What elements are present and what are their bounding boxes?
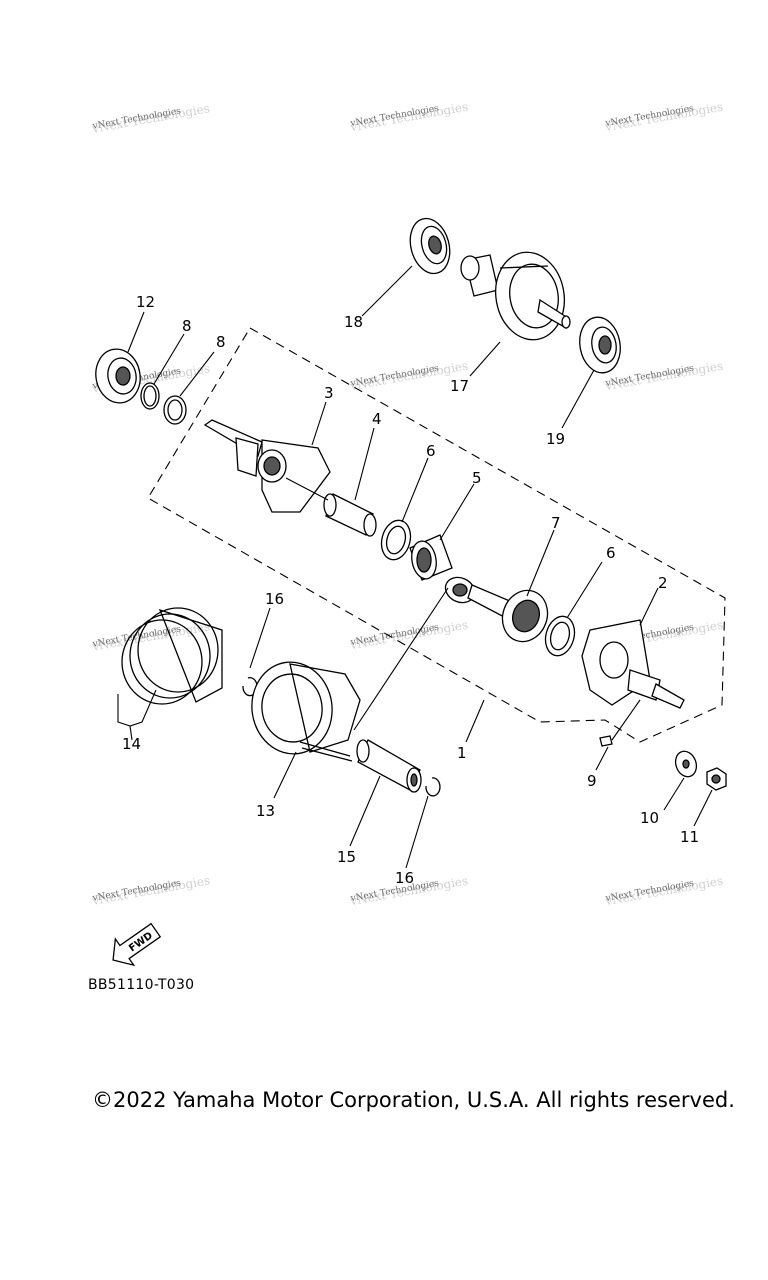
callout-4: 4 xyxy=(372,410,382,428)
callout-3: 3 xyxy=(324,384,334,402)
shim-8a xyxy=(140,382,160,410)
leader-16b xyxy=(405,795,429,869)
leader-15 xyxy=(349,775,381,847)
copyright-notice: ©2022 Yamaha Motor Corporation, U.S.A. A… xyxy=(92,1088,735,1112)
washer-6a xyxy=(380,519,412,561)
callout-10: 10 xyxy=(640,809,659,827)
leader-pin-axis xyxy=(285,477,329,501)
leader-8a xyxy=(153,333,185,385)
forward-arrow-icon: FWD xyxy=(112,922,162,967)
washer-6b xyxy=(544,615,576,657)
leader-rod-axis xyxy=(353,587,449,731)
bearing-19 xyxy=(579,316,621,374)
callout-8b: 8 xyxy=(216,333,226,351)
callout-6a: 6 xyxy=(426,442,436,460)
leader-1 xyxy=(465,699,485,743)
leader-9b xyxy=(611,699,641,741)
leader-9 xyxy=(595,746,609,771)
leader-19 xyxy=(561,369,595,429)
leader-7 xyxy=(526,529,555,597)
crank-pin-4 xyxy=(323,493,377,537)
callout-13: 13 xyxy=(256,802,275,820)
needle-bearing-5 xyxy=(409,534,453,581)
leader-11 xyxy=(693,789,713,827)
leader-12 xyxy=(127,311,145,353)
callout-18: 18 xyxy=(344,313,363,331)
leader-2 xyxy=(639,587,659,626)
bearing-18 xyxy=(409,217,451,275)
callout-5: 5 xyxy=(472,469,482,487)
leader-16a xyxy=(249,607,271,669)
leader-6a xyxy=(401,457,429,523)
balancer-shaft-17 xyxy=(460,251,571,341)
callout-16b: 16 xyxy=(395,869,414,887)
circlip-16b xyxy=(425,777,441,797)
leader-18 xyxy=(361,265,413,317)
callout-16a: 16 xyxy=(265,590,284,608)
callout-11: 11 xyxy=(680,828,699,846)
leader-4 xyxy=(354,427,375,501)
callout-1: 1 xyxy=(457,744,467,762)
leader-3 xyxy=(311,401,327,446)
leader-10 xyxy=(663,777,685,811)
callout-12: 12 xyxy=(136,293,155,311)
callout-9: 9 xyxy=(587,772,597,790)
crank-left-3 xyxy=(203,419,331,513)
leader-14b xyxy=(129,725,133,741)
leader-17 xyxy=(469,341,501,377)
bearing-12 xyxy=(95,348,141,404)
diagram-code: BB51110-T030 xyxy=(88,977,195,993)
leader-13 xyxy=(273,751,297,799)
callout-6b: 6 xyxy=(606,544,616,562)
shim-8b xyxy=(163,395,187,425)
washer-10 xyxy=(674,750,698,778)
callout-7: 7 xyxy=(551,514,561,532)
leader-8b xyxy=(179,351,215,397)
connecting-rod-7 xyxy=(444,576,549,643)
woodruff-key-9 xyxy=(599,735,613,747)
callout-8a: 8 xyxy=(182,317,192,335)
callout-labels: 1 2 3 4 5 6 6 7 8 8 9 10 11 12 13 14 15 … xyxy=(122,293,699,887)
callout-15: 15 xyxy=(337,848,356,866)
callout-2: 2 xyxy=(658,574,668,592)
piston-13 xyxy=(251,661,361,762)
leader-5 xyxy=(439,483,475,541)
leader-6b xyxy=(566,561,603,619)
nut-11 xyxy=(706,767,727,791)
crank-right-2 xyxy=(581,619,685,709)
callout-14: 14 xyxy=(122,735,141,753)
callout-19: 19 xyxy=(546,430,565,448)
piston-pin-15 xyxy=(356,739,422,793)
callout-17: 17 xyxy=(450,377,469,395)
piston-rings-14 xyxy=(121,607,223,705)
